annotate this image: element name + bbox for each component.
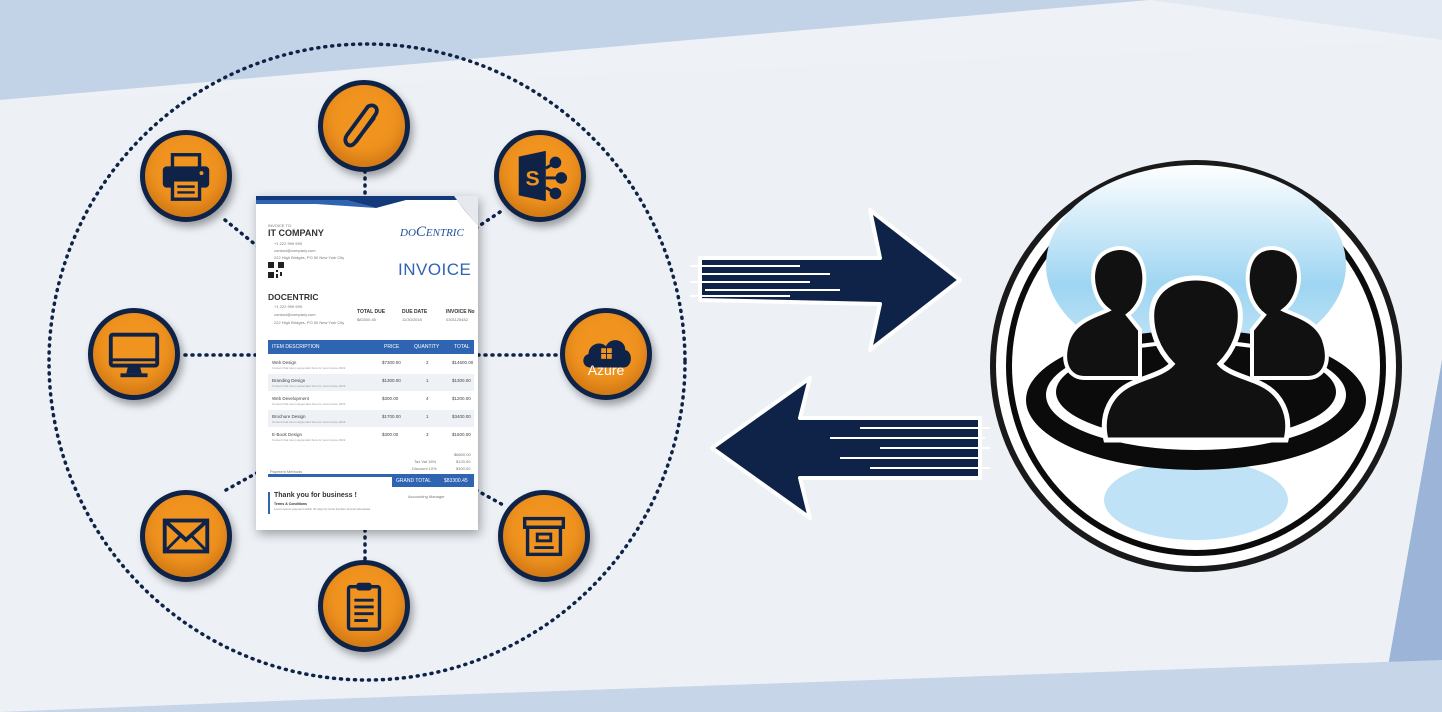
svg-text:S: S <box>526 167 540 191</box>
column-header: TOTAL <box>454 344 470 350</box>
discount-label: Discount 10% <box>412 466 437 471</box>
sharepoint-icon: S <box>518 150 568 202</box>
sharepoint-node: S <box>494 130 586 222</box>
grand-total-label: GRAND TOTAL <box>396 478 432 484</box>
send-arrow <box>690 208 962 352</box>
summary-label: TOTAL DUE <box>357 309 386 315</box>
company-line: 222 High Bridges, PO 50 New York City <box>274 320 345 325</box>
company-name: DOCENTRIC <box>268 292 319 302</box>
monitor-node <box>88 308 180 400</box>
thanks-message: Thank you for business ! <box>274 492 357 499</box>
invoice-header-band <box>256 196 478 208</box>
company-line: +1 222 999 999 <box>274 304 302 309</box>
docentric-logo: DOCENTRIC <box>400 224 464 240</box>
azure-node: Azure <box>560 308 652 400</box>
archive-node <box>498 490 590 582</box>
paperclip-icon <box>343 103 379 148</box>
receive-arrow <box>710 376 990 520</box>
printer-node <box>140 130 232 222</box>
client-name: IT COMPANY <box>268 228 324 238</box>
company-line: contact@company.com <box>274 312 316 317</box>
clipboard-icon <box>346 582 382 631</box>
client-line: contact@company.com <box>274 248 316 253</box>
azure-cloud-icon <box>583 340 631 368</box>
summary-value: 11/30/2018 <box>402 317 422 322</box>
accent-bar <box>268 492 270 514</box>
users-group-icon <box>990 160 1402 572</box>
discount-value: $300.00 <box>456 466 471 471</box>
subtotal: $8600.00 <box>454 452 471 457</box>
clipboard-node <box>318 560 410 652</box>
summary-label: INVOICE No <box>446 309 475 315</box>
envelope-icon <box>162 518 210 554</box>
page-curl-icon <box>454 196 478 226</box>
divider <box>268 474 474 477</box>
paperclip-node <box>318 80 410 172</box>
client-line: +1 222 999 999 <box>274 241 302 246</box>
column-header: QUANTITY <box>414 344 440 350</box>
terms-text: Lorem ipsum payment within 30 days by ba… <box>274 507 371 511</box>
invoice-to-label: INVOICE TO: <box>268 223 293 228</box>
column-header: PRICE <box>384 344 400 350</box>
summary-value: $83300.45 <box>357 317 376 322</box>
printer-icon <box>162 153 210 201</box>
invoice-document: INVOICE TO: IT COMPANY +1 222 999 999 co… <box>256 196 478 530</box>
qr-code-icon <box>268 262 284 278</box>
grand-total-bar: GRAND TOTAL $83300.45 <box>392 475 474 487</box>
summary-value: 0301125482 <box>446 317 468 322</box>
summary-label: DUE DATE <box>402 309 428 315</box>
accounting-manager: Accounting Manager <box>408 494 445 499</box>
azure-label: Azure <box>587 362 625 378</box>
terms-label: Terms & Conditions <box>274 502 307 506</box>
payment-methods-label: Payment Methods <box>270 469 303 474</box>
table-header: ITEM DESCRIPTION PRICE QUANTITY TOTAL <box>268 340 474 354</box>
email-node <box>140 490 232 582</box>
client-line: 222 High Bridges, PO 50 New York City <box>274 255 345 260</box>
archive-box-icon <box>522 516 566 557</box>
tax-label: Tax Vat 18% <box>414 459 437 464</box>
grand-total-value: $83300.45 <box>444 478 468 484</box>
invoice-title: INVOICE <box>398 260 472 279</box>
monitor-icon <box>108 332 160 378</box>
column-header: ITEM DESCRIPTION <box>272 344 320 350</box>
tax-value: $120.00 <box>456 459 471 464</box>
